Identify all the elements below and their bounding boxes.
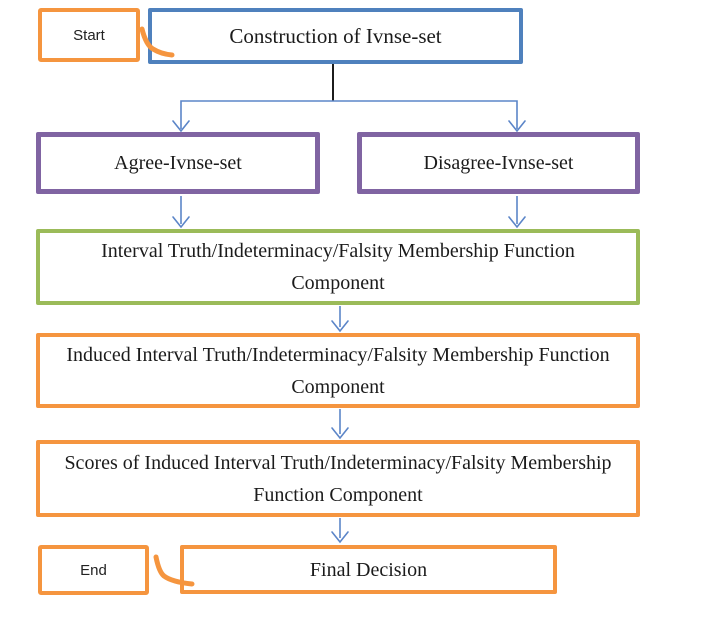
final-decision-node: Final Decision: [180, 545, 557, 594]
agree-ivnse-set-node: Agree-Ivnse-set: [36, 132, 320, 194]
interval-membership-function-node: Interval Truth/Indeterminacy/Falsity Mem…: [36, 229, 640, 305]
agree-to-interval-arrowhead-icon: [172, 216, 190, 229]
construction-of-ivnse-set-node: Construction of Ivnse-set: [148, 8, 523, 64]
disagree-ivnse-set-node: Disagree-Ivnse-set: [357, 132, 640, 194]
induced-interval-membership-function-node: Induced Interval Truth/Indeterminacy/Fal…: [36, 333, 640, 408]
interval-to-induced-arrowhead-icon: [331, 320, 349, 333]
disagree-to-interval-arrowhead-icon: [508, 216, 526, 229]
end-node: End: [38, 545, 149, 595]
scores-membership-function-node: Scores of Induced Interval Truth/Indeter…: [36, 440, 640, 517]
scores-to-final-arrowhead-icon: [331, 531, 349, 544]
arrowhead-to-agree-icon: [172, 120, 190, 133]
split-bracket-line: [180, 100, 518, 129]
arrowhead-to-disagree-icon: [508, 120, 526, 133]
induced-to-scores-arrowhead-icon: [331, 427, 349, 440]
start-node: Start: [38, 8, 140, 62]
